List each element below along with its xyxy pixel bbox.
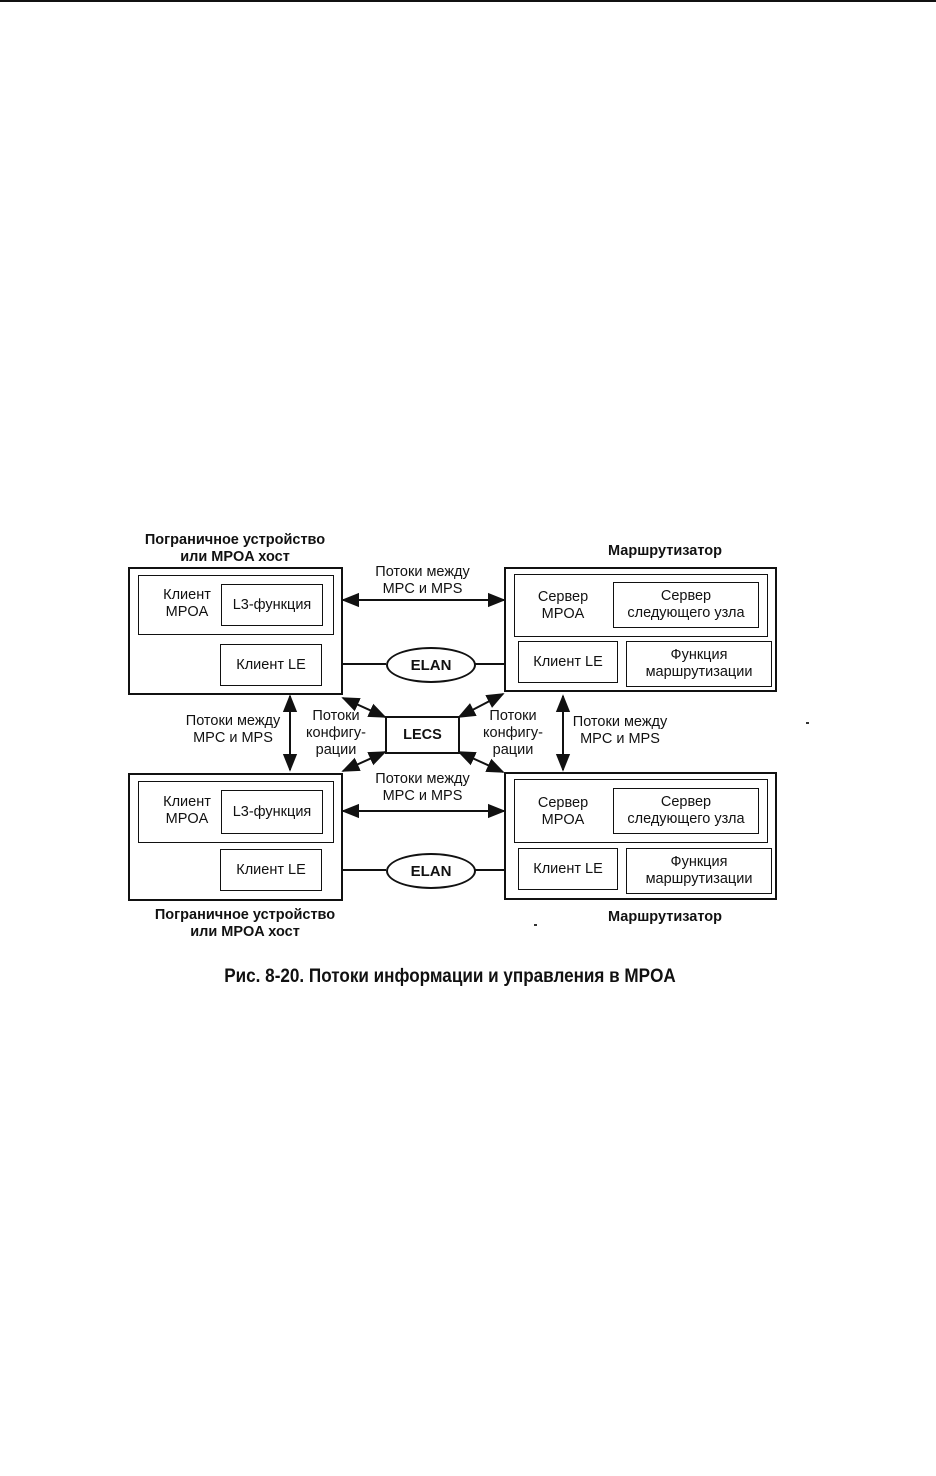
config-arrow-bottom-left bbox=[341, 751, 387, 772]
router-bottom: Сервер MPOA Сервер следующего узла Клиен… bbox=[504, 772, 777, 900]
edge-device-top: Клиент MPOA L3-функция Клиент LE bbox=[128, 567, 343, 695]
l3-function-box: L3-функция bbox=[221, 584, 323, 626]
l3-function-box: L3-функция bbox=[221, 790, 323, 834]
mpoa-client-label: Клиент MPOA bbox=[163, 794, 211, 827]
le-client-box: Клиент LE bbox=[518, 848, 618, 890]
router-bottom-title: Маршрутизатор bbox=[608, 909, 722, 925]
next-hop-server-box: Сервер следующего узла bbox=[613, 582, 759, 628]
flow-label-bottom: Потоки между MPC и MPS bbox=[375, 771, 470, 804]
config-label-right: Потоки конфигу- рации bbox=[483, 708, 543, 758]
flow-label-right: Потоки между MPC и MPS bbox=[572, 714, 668, 747]
mpoa-client-bottom: Клиент MPOA L3-функция bbox=[138, 781, 334, 843]
lecs-box: LECS bbox=[385, 716, 460, 754]
elan-top: ELAN bbox=[386, 647, 476, 683]
router-top-title: Маршрутизатор bbox=[608, 543, 722, 559]
mpoa-client-top: Клиент MPOA L3-функция bbox=[138, 575, 334, 635]
config-label-left: Потоки конфигу- рации bbox=[306, 708, 366, 758]
edge-device-top-title: Пограничное устройство или MPOA хост bbox=[144, 532, 326, 565]
config-arrow-top-left bbox=[341, 697, 387, 718]
routing-function-box: Функция маршрутизации bbox=[626, 848, 772, 894]
mpoa-server-label: Сервер MPOA bbox=[537, 795, 589, 828]
flow-label-top: Потоки между MPC и MPS bbox=[375, 564, 470, 597]
scan-speck bbox=[806, 722, 809, 724]
routing-function-box: Функция маршрутизации bbox=[626, 641, 772, 687]
le-client-box: Клиент LE bbox=[518, 641, 618, 683]
router-top: Сервер MPOA Сервер следующего узла Клиен… bbox=[504, 567, 777, 692]
mpoa-server-bottom: Сервер MPOA Сервер следующего узла bbox=[514, 779, 768, 843]
config-arrow-bottom-right bbox=[457, 751, 505, 773]
scan-speck bbox=[534, 924, 537, 926]
le-client-box: Клиент LE bbox=[220, 849, 322, 891]
config-arrow-top-right bbox=[457, 693, 505, 718]
next-hop-server-box: Сервер следующего узла bbox=[613, 788, 759, 834]
figure-caption: Рис. 8-20. Потоки информации и управлени… bbox=[224, 966, 676, 987]
mpoa-client-label: Клиент MPOA bbox=[163, 587, 211, 620]
le-client-box: Клиент LE bbox=[220, 644, 322, 686]
flow-label-left: Потоки между MPC и MPS bbox=[185, 713, 281, 746]
edge-device-bottom-title: Пограничное устройство или MPOA хост bbox=[154, 907, 336, 940]
mpoa-server-label: Сервер MPOA bbox=[537, 589, 589, 622]
edge-device-bottom: Клиент MPOA L3-функция Клиент LE bbox=[128, 773, 343, 901]
page-top-rule bbox=[0, 0, 936, 2]
mpoa-server-top: Сервер MPOA Сервер следующего узла bbox=[514, 574, 768, 637]
elan-bottom: ELAN bbox=[386, 853, 476, 889]
